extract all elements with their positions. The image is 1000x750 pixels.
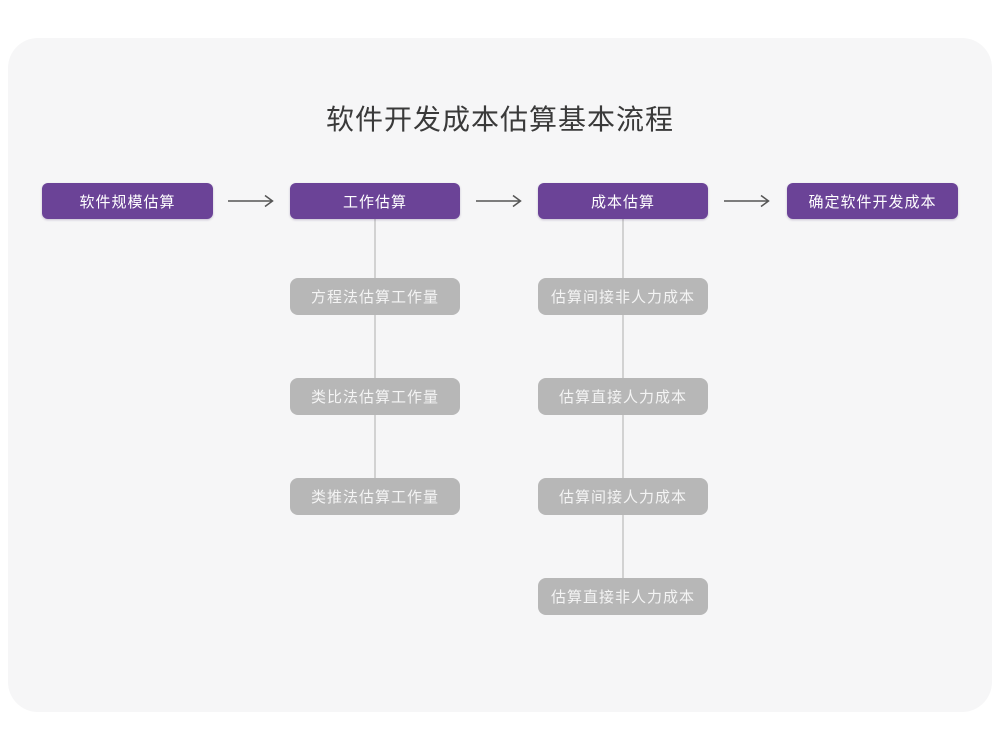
sub-step-label: 方程法估算工作量: [310, 289, 439, 306]
sub-step-label: 估算直接人力成本: [558, 389, 687, 406]
right-arrow-icon: [723, 194, 771, 208]
flow-step-label: 成本估算: [590, 193, 655, 211]
sub-step-analogy-method: 类比法估算工作量: [290, 378, 460, 415]
sub-step-direct-nonlabor-cost: 估算直接非人力成本: [538, 578, 708, 615]
sub-step-label: 类推法估算工作量: [310, 489, 439, 506]
flow-step-cost-estimation: 成本估算: [538, 183, 708, 219]
sub-step-label: 估算间接非人力成本: [550, 289, 695, 306]
right-arrow-icon: [227, 194, 275, 208]
sub-step-label: 估算直接非人力成本: [550, 589, 695, 606]
flow-step-label: 确定软件开发成本: [808, 193, 937, 211]
flow-step-determine-cost: 确定软件开发成本: [787, 183, 958, 219]
flow-step-work-estimation: 工作估算: [290, 183, 460, 219]
sub-step-indirect-nonlabor-cost: 估算间接非人力成本: [538, 278, 708, 315]
diagram-title: 软件开发成本估算基本流程: [325, 104, 674, 135]
connector-line-work: [374, 219, 376, 499]
flow-step-label: 工作估算: [342, 193, 407, 211]
flow-step-software-scale: 软件规模估算: [42, 183, 213, 219]
right-arrow-icon: [475, 194, 523, 208]
diagram-card: [8, 38, 992, 712]
sub-step-extrapolation-method: 类推法估算工作量: [290, 478, 460, 515]
sub-step-label: 类比法估算工作量: [310, 389, 439, 406]
sub-step-indirect-labor-cost: 估算间接人力成本: [538, 478, 708, 515]
sub-step-label: 估算间接人力成本: [558, 489, 687, 506]
sub-step-direct-labor-cost: 估算直接人力成本: [538, 378, 708, 415]
flow-step-label: 软件规模估算: [79, 193, 176, 211]
sub-step-equation-method: 方程法估算工作量: [290, 278, 460, 315]
